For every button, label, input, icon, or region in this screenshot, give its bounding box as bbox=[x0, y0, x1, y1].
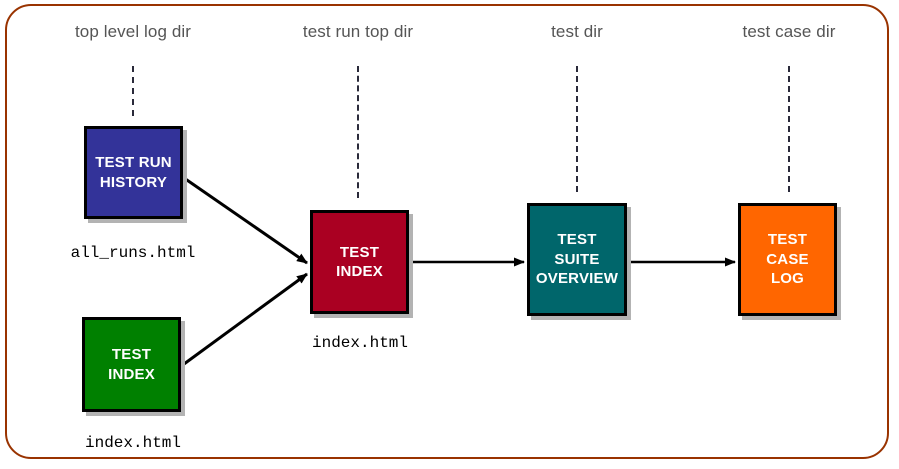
node-test-run-history[interactable]: TEST RUN HISTORY bbox=[84, 126, 183, 219]
guide-line-test-dir bbox=[576, 66, 578, 192]
guide-line-top-level-log-dir bbox=[132, 66, 134, 116]
column-header-test-dir: test dir bbox=[551, 22, 603, 41]
guide-line-test-case-dir bbox=[788, 66, 790, 192]
node-label-test-suite-overview: TEST SUITE OVERVIEW bbox=[535, 231, 619, 288]
node-label-test-run-history: TEST RUN HISTORY bbox=[95, 154, 172, 191]
arrow-history-to-index bbox=[183, 176, 308, 265]
caption-all-runs-html: all_runs.html bbox=[70, 244, 196, 262]
node-test-suite-overview[interactable]: TEST SUITE OVERVIEW bbox=[527, 203, 627, 316]
node-label-test-case-log: TEST CASE LOG bbox=[766, 231, 809, 288]
guide-line-test-run-top-dir bbox=[357, 66, 359, 198]
caption-index-html-top: index.html bbox=[84, 434, 182, 452]
node-test-index-run[interactable]: TEST INDEX bbox=[310, 210, 409, 314]
node-test-case-log[interactable]: TEST CASE LOG bbox=[738, 203, 837, 316]
caption-index-html-run: index.html bbox=[311, 334, 409, 352]
arrow-topindex-to-index bbox=[183, 272, 308, 366]
column-header-top-level-log-dir: top level log dir bbox=[74, 22, 192, 41]
node-label-test-index-run: TEST INDEX bbox=[336, 243, 383, 281]
node-label-test-index-top: TEST INDEX bbox=[108, 346, 155, 383]
node-test-index-top[interactable]: TEST INDEX bbox=[82, 317, 181, 412]
column-header-test-run-top-dir: test run top dir bbox=[302, 22, 414, 41]
column-header-test-case-dir: test case dir bbox=[742, 22, 836, 41]
